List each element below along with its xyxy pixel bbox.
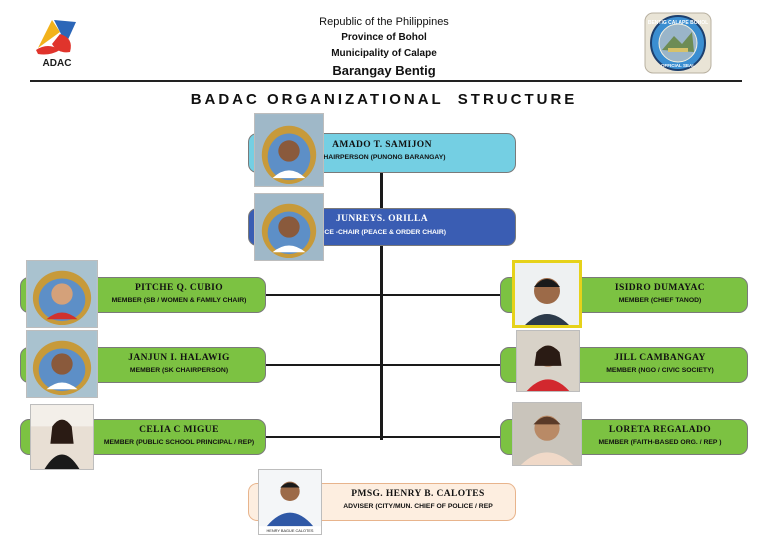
- municipality-line: Municipality of Calape: [331, 48, 437, 59]
- letterhead: Republic of the Philippines Province of …: [250, 14, 518, 79]
- adviser-role: ADVISER (CITY/MUN. CHIEF OF POLICE / REP: [343, 503, 493, 510]
- connector-vertical: [380, 172, 383, 440]
- chairperson-name: AMADO T. SAMIJON: [332, 140, 432, 150]
- republic-line: Republic of the Philippines: [319, 16, 449, 28]
- chairperson-role: CHAIRPERSON (PUNONG BARANGAY): [318, 154, 446, 161]
- seal-bottom-text: OFFICIAL SEAL: [661, 63, 695, 68]
- adviser-name: PMSG. HENRY B. CALOTES: [351, 489, 485, 499]
- member-right3-name: LORETA REGALADO: [608, 425, 712, 435]
- header-rule: [30, 80, 742, 82]
- member-left3-role: MEMBER (PUBLIC SCHOOL PRINCIPAL / REP): [103, 439, 255, 446]
- member-right3-photo: [512, 402, 582, 466]
- barangay-seal: BENTIG CALAPE BOHOL OFFICIAL SEAL: [644, 12, 712, 74]
- member-right2-role: MEMBER (NGO / CIVIC SOCIETY): [606, 367, 714, 374]
- seal-top-text: BENTIG CALAPE BOHOL: [648, 20, 708, 26]
- member-left1-name: PITCHE Q. CUBIO: [134, 283, 224, 293]
- connector-row2: [265, 364, 502, 366]
- member-left1-role: MEMBER (SB / WOMEN & FAMILY CHAIR): [111, 297, 247, 304]
- member-left3-name: CELIA C MIGUE: [139, 425, 219, 435]
- member-right1-photo: [512, 260, 582, 328]
- province-line: Province of Bohol: [341, 32, 427, 43]
- adviser-photo-caption: HENRY BAGUE CALOTES: [266, 528, 313, 533]
- member-right2-photo: [516, 330, 580, 392]
- chairperson-photo: [254, 113, 324, 187]
- page-title: BADAC ORGANIZATIONAL STRUCTURE: [190, 91, 578, 108]
- connector-row1: [265, 294, 502, 296]
- member-right1-role: MEMBER (CHIEF TANOD): [618, 297, 702, 304]
- connector-row3: [265, 436, 502, 438]
- vice-chair-name: JUNREYS. ORILLA: [335, 214, 429, 224]
- adviser-photo: HENRY BAGUE CALOTES: [258, 469, 322, 535]
- vice-chair-photo: [254, 193, 324, 261]
- member-left2-role: MEMBER (SK CHAIRPERSON): [129, 367, 229, 374]
- member-right2-name: JILL CAMBANGAY: [614, 353, 706, 363]
- barangay-line: Barangay Bentig: [332, 63, 436, 78]
- member-left2-photo: [26, 330, 98, 398]
- adac-logo-text: ADAC: [43, 58, 72, 69]
- vice-chair-role: VICE -CHAIR (PEACE & ORDER CHAIR): [317, 229, 446, 236]
- member-left1-photo: [26, 260, 98, 328]
- member-right3-role: MEMBER (FAITH-BASED ORG. / REP ): [598, 439, 722, 446]
- member-right1-name: ISIDRO DUMAYAC: [614, 283, 706, 293]
- member-left2-name: JANJUN I. HALAWIG: [128, 353, 230, 363]
- adac-logo: ADAC: [30, 14, 84, 70]
- member-left3-photo: [30, 404, 94, 470]
